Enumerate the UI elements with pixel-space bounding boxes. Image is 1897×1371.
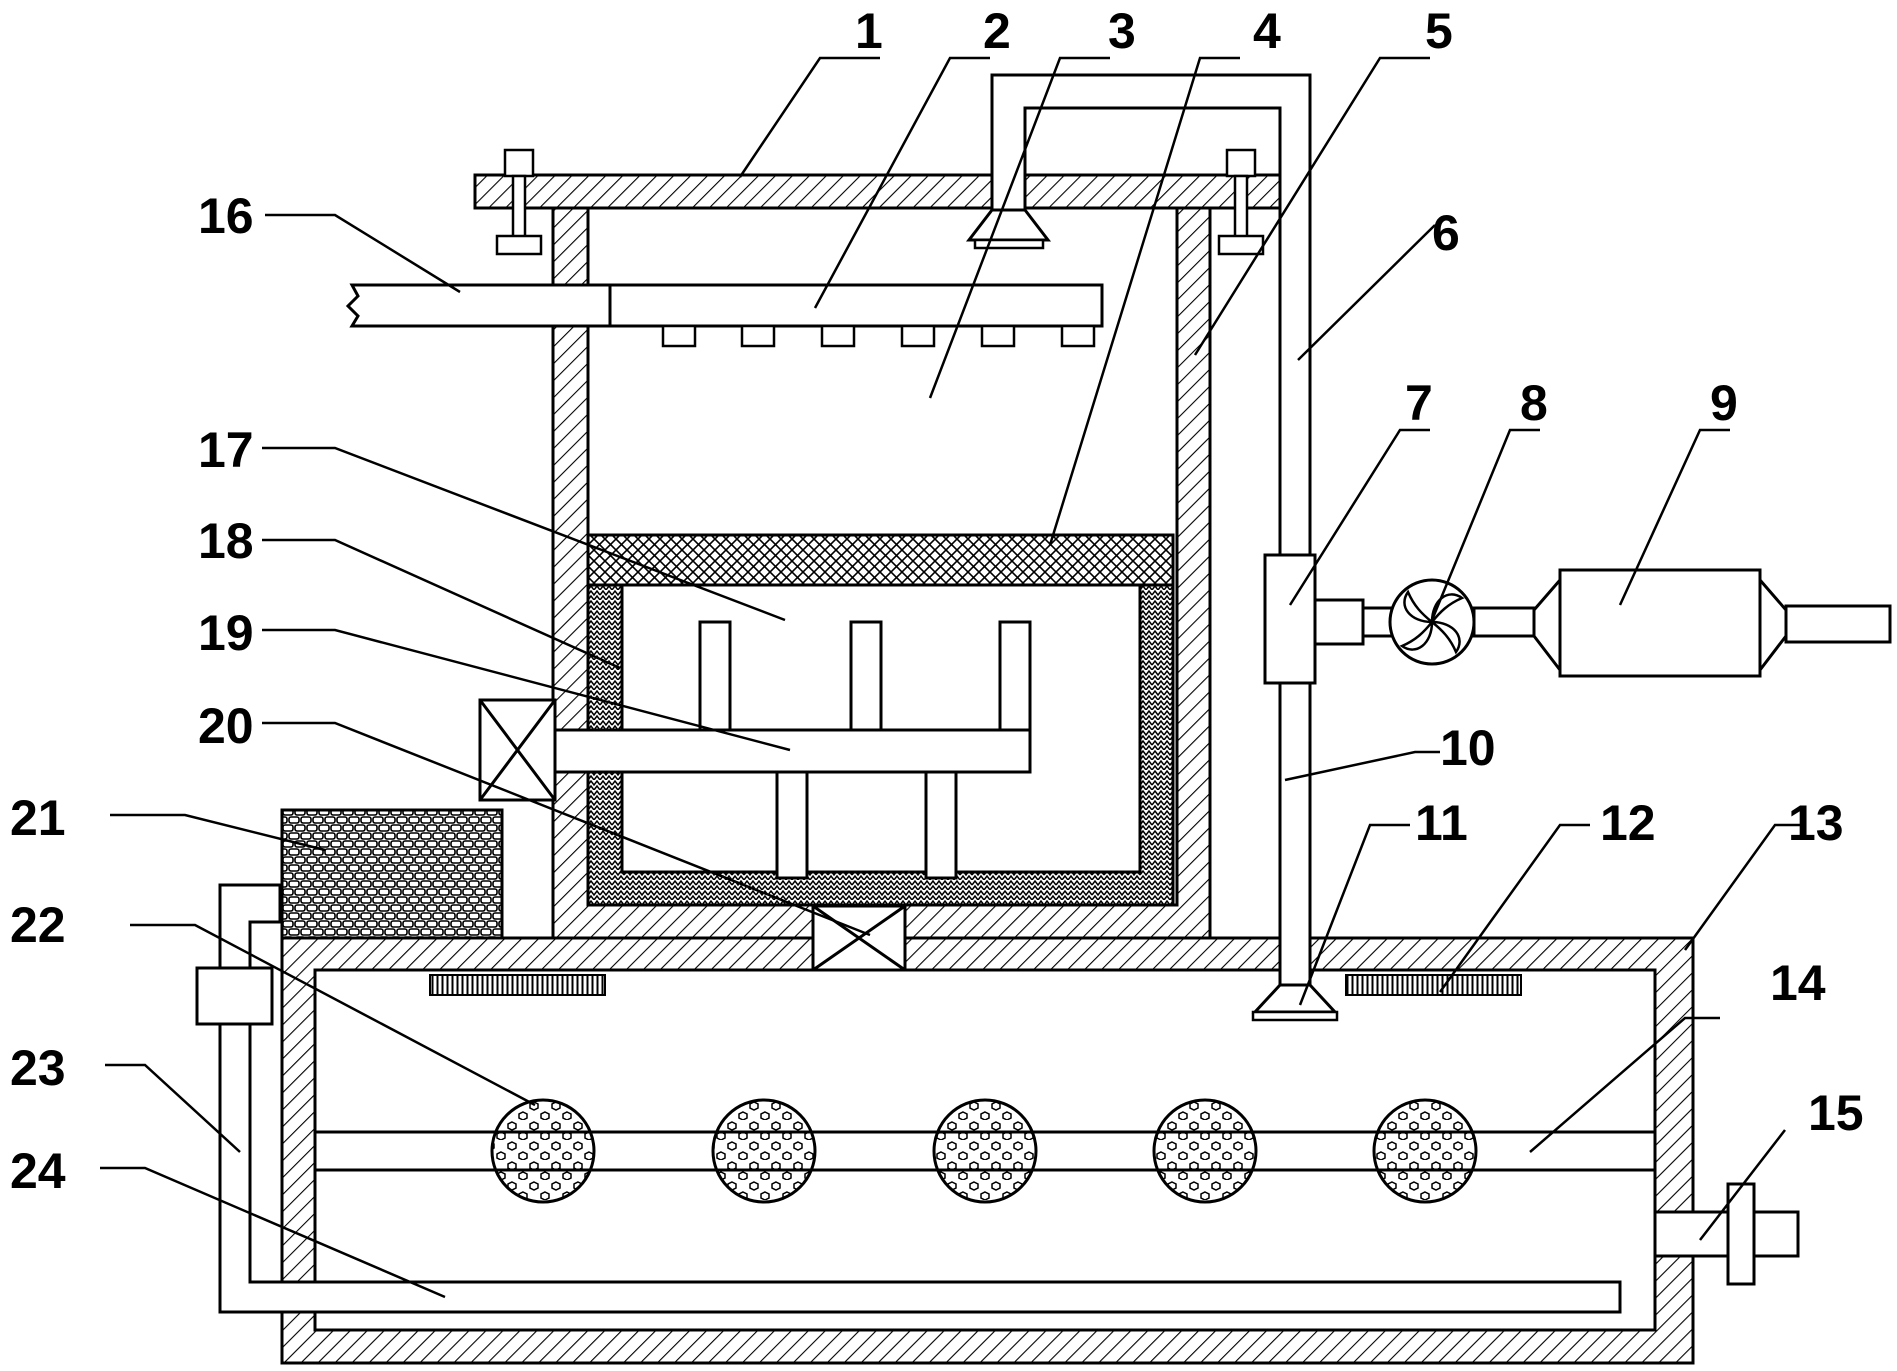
return-pipe-24 [195, 883, 1622, 1314]
label-9: 9 [1710, 375, 1738, 431]
label-6: 6 [1432, 205, 1460, 261]
label-12: 12 [1600, 795, 1656, 851]
label-24: 24 [10, 1143, 66, 1199]
label-3: 3 [1108, 3, 1136, 59]
tank-13 [280, 936, 1695, 1365]
discharge-valve-20 [811, 904, 907, 972]
callout-numbers: 1 2 3 4 5 6 7 8 9 10 11 12 13 14 15 16 1… [10, 3, 1864, 1199]
label-13: 13 [1788, 795, 1844, 851]
lining-18 [586, 583, 1175, 907]
label-23: 23 [10, 1040, 66, 1096]
fan-unit [1313, 568, 1892, 678]
label-8: 8 [1520, 375, 1548, 431]
label-15: 15 [1808, 1085, 1864, 1141]
label-1: 1 [855, 3, 883, 59]
screen-4 [586, 533, 1175, 587]
filter-ball-4 [1152, 1098, 1258, 1204]
label-20: 20 [198, 698, 254, 754]
filter-ball-2 [711, 1098, 817, 1204]
label-17: 17 [198, 422, 254, 478]
label-10: 10 [1440, 720, 1496, 776]
label-11: 11 [1415, 795, 1468, 851]
agitator [478, 620, 1032, 880]
label-5: 5 [1425, 3, 1453, 59]
filter-block-21 [280, 808, 504, 940]
tank-outlet-15 [1653, 1182, 1800, 1286]
filter-ball-1 [490, 1098, 596, 1204]
label-4: 4 [1253, 3, 1281, 59]
label-16: 16 [198, 188, 254, 244]
label-7: 7 [1405, 375, 1433, 431]
label-18: 18 [198, 513, 254, 569]
spray-pipe-2 [345, 283, 1104, 348]
filter-plate-12 [429, 974, 1522, 996]
label-21: 21 [10, 790, 66, 846]
label-19: 19 [198, 605, 254, 661]
leader-lines [100, 56, 1800, 1299]
filter-ball-3 [932, 1098, 1038, 1204]
filter-ball-5 [1372, 1098, 1478, 1204]
filter-balls [490, 1098, 1478, 1204]
label-2: 2 [983, 3, 1011, 59]
bolts [495, 148, 1265, 256]
label-22: 22 [10, 897, 66, 953]
label-14: 14 [1770, 955, 1826, 1011]
